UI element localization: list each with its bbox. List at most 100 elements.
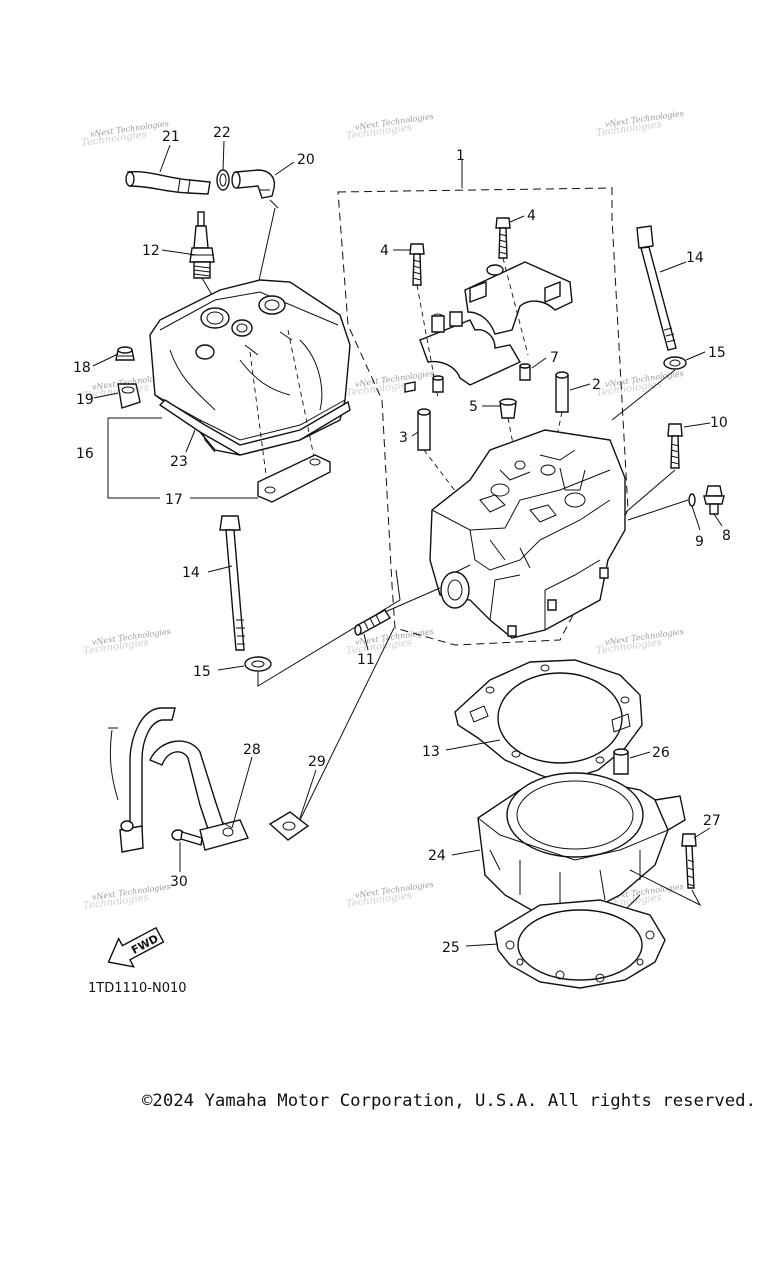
cap-bolt-part	[409, 243, 425, 286]
seal-washer-part	[117, 383, 141, 409]
leader-8	[713, 513, 723, 527]
valve-guide-part	[417, 408, 431, 451]
dowel-part	[613, 748, 629, 775]
valve-guide-part	[555, 371, 569, 413]
leader-15b-line	[257, 569, 401, 687]
spark-plug-part	[189, 211, 215, 279]
leader-16	[107, 418, 160, 499]
callout-26: 26	[652, 745, 670, 761]
leader-19	[93, 392, 119, 399]
watermark: Technologies vNext Technologies	[82, 882, 171, 912]
water-pipe-part	[108, 707, 249, 853]
leader-7	[531, 357, 547, 369]
watermark: Technologies vNext Technologies	[595, 627, 684, 657]
callout-10: 10	[710, 415, 728, 431]
leader-4b	[509, 215, 525, 223]
leader-15b	[217, 665, 245, 671]
callout-29: 29	[308, 754, 326, 770]
callout-23: 23	[170, 454, 188, 470]
breather-hose-part	[125, 170, 211, 195]
leader-3	[411, 431, 419, 437]
callout-17: 17	[165, 492, 183, 508]
callout-21: 21	[162, 129, 180, 145]
leader-21	[159, 144, 171, 173]
cylinder-part	[477, 772, 686, 931]
leader-2	[569, 383, 591, 391]
pipe-bolt-part	[171, 829, 203, 846]
cylinder-head-part	[429, 429, 626, 639]
leader-26	[629, 751, 651, 759]
leader-29	[299, 769, 317, 819]
leader-10	[683, 422, 711, 428]
cover-gasket-part	[158, 399, 351, 456]
watermark: Technologies vNext Technologies	[345, 880, 434, 910]
hidden-line	[416, 284, 439, 399]
callout-28: 28	[243, 742, 261, 758]
stud-bolt-part	[219, 515, 245, 651]
callout-24: 24	[428, 848, 446, 864]
leader-28	[231, 756, 253, 829]
head-cover-part	[149, 279, 351, 456]
clip-part	[688, 493, 696, 507]
callout-13: 13	[422, 744, 440, 760]
base-gasket-part	[494, 899, 666, 989]
grommet-part	[115, 346, 135, 361]
leader-29-line	[299, 627, 395, 821]
leader-22	[222, 140, 225, 171]
callout-15b: 15	[193, 664, 211, 680]
leader-10-line	[625, 469, 676, 513]
callout-27: 27	[703, 813, 721, 829]
callout-14a: 14	[686, 250, 704, 266]
watermark: Technologies vNext Technologies	[595, 109, 684, 139]
small-pin-part	[404, 381, 416, 393]
leader-12-label	[161, 249, 197, 256]
pipe-gasket-part	[268, 811, 310, 841]
head-bolt-part	[667, 423, 683, 469]
hose-fitting-part	[354, 609, 391, 636]
dowel-pin-part	[432, 363, 531, 393]
callout-11: 11	[357, 652, 375, 668]
leader-28-line	[221, 821, 233, 829]
cylinder-bolt-part	[681, 833, 697, 889]
callout-14b: 14	[182, 565, 200, 581]
watermark: Technologies vNext Technologies	[345, 112, 434, 142]
callout-18: 18	[73, 360, 91, 376]
leader-15a	[685, 351, 706, 361]
leader-20-hose	[269, 199, 279, 209]
callout-15a: 15	[708, 345, 726, 361]
leader-9-line	[627, 499, 689, 521]
leader-11-line	[384, 587, 441, 613]
leader-18	[92, 353, 119, 367]
callout-1: 1	[456, 148, 465, 164]
union-bolt-part	[703, 485, 725, 515]
leader-15a-line	[611, 369, 676, 421]
callout-25: 25	[442, 940, 460, 956]
leader-11	[363, 633, 369, 651]
valve-seal-part	[499, 398, 517, 419]
callout-20: 20	[297, 152, 315, 168]
camshaft-cap-part	[464, 261, 573, 335]
hose-clamp-part	[216, 169, 230, 191]
camshaft-cap-part	[419, 311, 521, 386]
callout-12: 12	[142, 243, 160, 259]
watermark: Technologies vNext Technologies	[595, 369, 684, 399]
copyright-text: ©2024 Yamaha Motor Corporation, U.S.A. A…	[142, 1091, 756, 1111]
washer-part	[663, 356, 687, 370]
callout-9: 9	[695, 534, 704, 550]
callout-3: 3	[399, 430, 408, 446]
bracket-part	[257, 454, 331, 503]
hidden-line	[502, 257, 529, 356]
forward-arrow-icon: FWD	[107, 926, 165, 968]
leader-14b	[207, 565, 233, 573]
leader-23	[185, 429, 196, 453]
washer-part	[244, 656, 272, 672]
watermark: Technologies vNext Technologies	[345, 369, 434, 399]
leader-20	[274, 161, 295, 176]
cap-bolt-part	[495, 217, 511, 259]
callout-8: 8	[722, 528, 731, 544]
hidden-line	[423, 449, 463, 501]
callout-4b: 4	[527, 208, 536, 224]
callout-5: 5	[469, 399, 478, 415]
callout-30: 30	[170, 874, 188, 890]
watermark: Technologies vNext Technologies	[80, 119, 169, 149]
